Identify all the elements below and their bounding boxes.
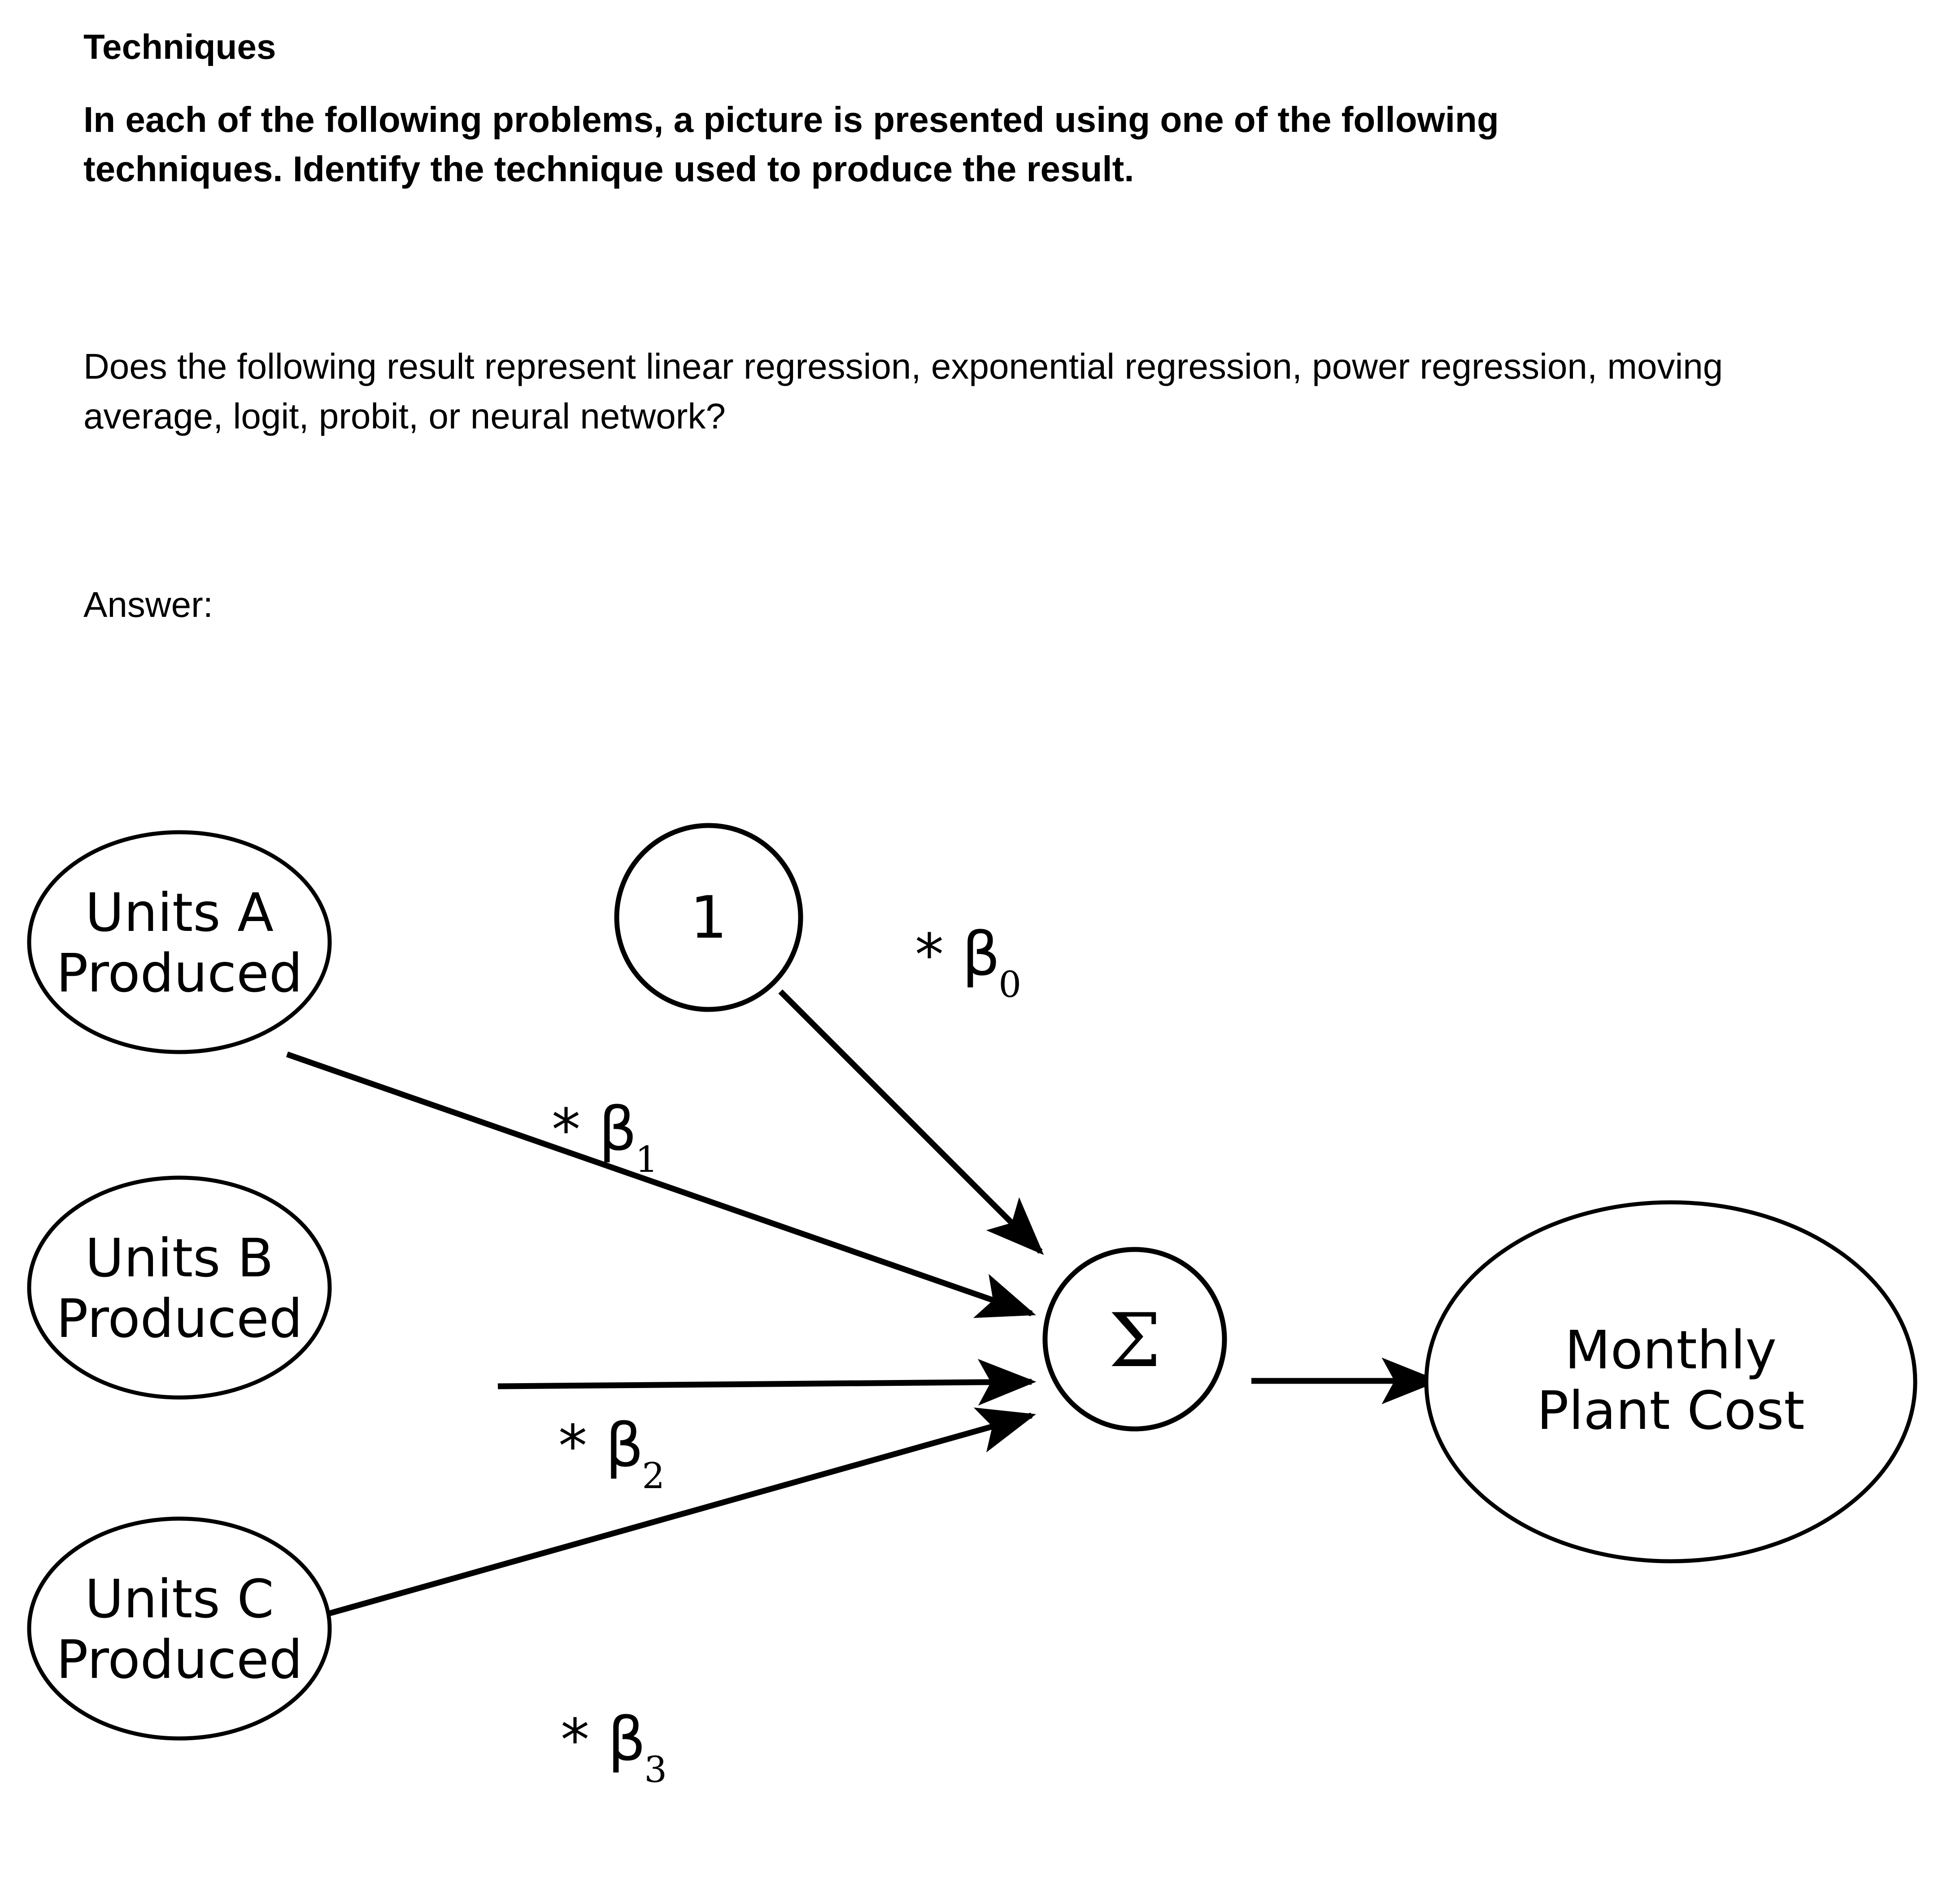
node-units-a-label-line2: Produced — [56, 942, 302, 1004]
beta-glyph-beta2: β — [605, 1411, 644, 1480]
page-title: Techniques — [83, 27, 276, 66]
node-units-b-label-line1: Units B — [85, 1227, 274, 1289]
edge-label-beta1: * β1 — [552, 1097, 660, 1177]
node-bias-one-label: 1 — [690, 883, 728, 952]
multiply-star-beta1: * — [552, 1097, 580, 1164]
node-units-a[interactable]: Units A Produced — [27, 830, 332, 1054]
sigma-icon: Σ — [1109, 1297, 1161, 1384]
node-units-a-label-line1: Units A — [85, 882, 274, 943]
multiply-star-beta3: * — [561, 1707, 589, 1774]
beta-subscript-beta0: 0 — [998, 963, 1022, 1005]
edge-label-beta0: * β0 — [915, 922, 1023, 1002]
edge-units-b-to-sum — [497, 1359, 1037, 1406]
node-units-b[interactable]: Units B Produced — [27, 1175, 332, 1400]
edge-label-beta2: * β2 — [558, 1413, 667, 1494]
node-units-c[interactable]: Units C Produced — [27, 1516, 332, 1741]
node-output-label-line1: Monthly — [1565, 1319, 1777, 1381]
node-monthly-plant-cost[interactable]: Monthly Plant Cost — [1424, 1200, 1917, 1563]
answer-label: Answer: — [83, 585, 213, 625]
instruction-paragraph: In each of the following problems, a pic… — [83, 99, 1499, 189]
beta-glyph-beta1: β — [598, 1094, 637, 1164]
edge-units-c-to-sum — [291, 1407, 1037, 1627]
beta-subscript-beta2: 2 — [642, 1454, 665, 1497]
node-summation[interactable]: Σ — [1042, 1247, 1227, 1432]
multiply-star-beta0: * — [915, 922, 944, 989]
node-units-b-label-line2: Produced — [56, 1288, 302, 1349]
node-units-c-label-line1: Units C — [85, 1568, 274, 1630]
beta-subscript-beta1: 1 — [635, 1138, 658, 1180]
node-units-c-label-line2: Produced — [56, 1629, 302, 1690]
diagram-canvas: Units A Produced Units B Produced Units … — [27, 823, 1917, 1741]
edge-bias-to-sum — [778, 989, 1044, 1255]
beta-glyph-beta3: β — [607, 1704, 646, 1774]
node-bias-one[interactable]: 1 — [614, 823, 803, 1012]
multiply-star-beta2: * — [558, 1413, 587, 1480]
beta-glyph-beta0: β — [962, 919, 1001, 989]
edge-units-a-to-sum — [286, 1051, 1036, 1318]
regression-diagram: Units A Produced Units B Produced Units … — [0, 790, 1943, 1902]
document-text-block: Techniques In each of the following prob… — [83, 27, 1833, 630]
node-output-label-line2: Plant Cost — [1537, 1380, 1804, 1441]
question-paragraph: Does the following result represent line… — [83, 346, 1723, 436]
edge-label-beta3: * β3 — [561, 1707, 669, 1787]
beta-subscript-beta3: 3 — [644, 1748, 667, 1790]
